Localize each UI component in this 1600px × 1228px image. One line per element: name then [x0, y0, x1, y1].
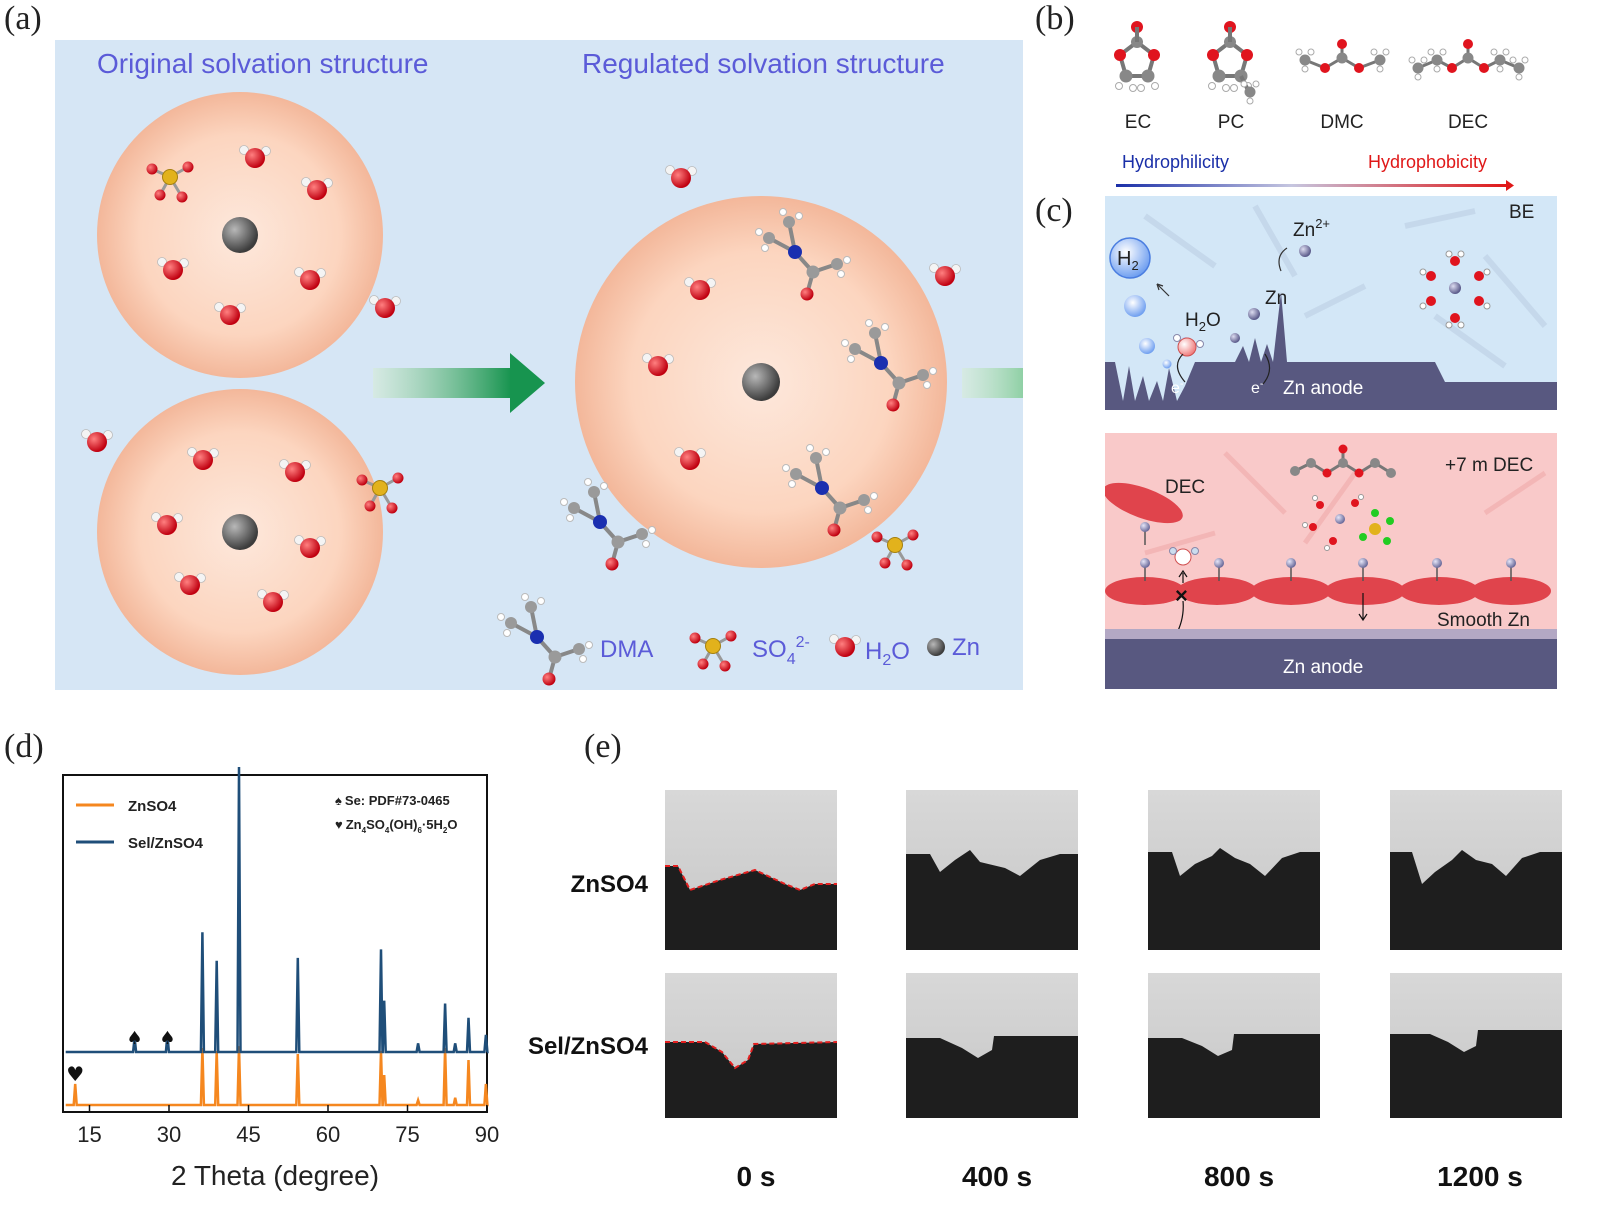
annotation-se: ♠Se: PDF#73-0465: [335, 793, 450, 808]
series-line-znso4: [65, 1046, 489, 1107]
row-label-sel-znso4: Sel/ZnSO4: [528, 1033, 649, 1060]
hydrophilicity-label: Hydrophilicity: [1122, 152, 1229, 172]
molecule-label-ec: EC: [1125, 112, 1151, 133]
time-label-800: 800 s: [1204, 1161, 1274, 1192]
panel-b-molecules: EC PC DMC DEC Hydrophilicity Hydrophobic…: [1112, 19, 1529, 191]
x-tick-label: 15: [77, 1122, 101, 1147]
panel-e-image-grid: ZnSO4 Sel/ZnSO4 0 s 400 s 800 s 1200 s: [528, 790, 1562, 1192]
row-label-znso4: ZnSO4: [571, 871, 649, 898]
legend-label-znso4: ZnSO4: [128, 798, 177, 815]
image-sel-0s: [665, 973, 838, 1118]
x-tick-label: 45: [236, 1122, 260, 1147]
legend-label-sel: Sel/ZnSO4: [128, 835, 204, 852]
series-line-sel-znso4: [65, 766, 489, 1054]
c-bottom-anode-label: Zn anode: [1283, 657, 1363, 678]
image-sel-800s: [1148, 973, 1320, 1118]
hydrophobicity-gradient-bar: [1116, 184, 1506, 187]
title-original-solvation: Original solvation structure: [97, 48, 428, 79]
panel-d-xrd-chart: ♠ ♠ ♥ 15 30 45 60 75 90 ZnSO4 Sel/ZnSO4 ♠Se: PD…: [62, 766, 499, 1191]
plot-frame: [62, 774, 488, 1113]
hydrophobicity-label: Hydrophobicity: [1368, 152, 1487, 172]
molecule-label-dmc: DMC: [1320, 112, 1363, 133]
svg-text:Zn2+: Zn2+: [1293, 216, 1330, 241]
image-znso4-800s: [1148, 790, 1320, 950]
panel-label-d: (d): [4, 728, 44, 765]
annotation-zn-sulfate: ♥Zn4SO4(OH)6·5H2O: [335, 817, 457, 835]
molecule-label-pc: PC: [1218, 112, 1244, 133]
panel-a-solvation-diagram: Original solvation structure Regulated s…: [55, 40, 1023, 690]
svg-text:H2: H2: [1117, 248, 1139, 273]
time-label-400: 400 s: [962, 1161, 1032, 1192]
x-tick-label: 75: [395, 1122, 419, 1147]
x-tick-label: 60: [316, 1122, 340, 1147]
molecule-label-dec: DEC: [1448, 112, 1488, 133]
c-smooth-zn-label: Smooth Zn: [1437, 610, 1530, 631]
spade-marker: ♠: [159, 1028, 175, 1049]
svg-text:H2O: H2O: [1185, 310, 1221, 334]
svg-text:e-: e-: [1251, 378, 1264, 397]
panel-label-c: (c): [1035, 192, 1073, 229]
legend-dma-label: DMA: [600, 636, 653, 663]
transition-arrow: [373, 368, 511, 398]
spade-marker: ♠: [126, 1028, 142, 1049]
panel-c-top-be: BE H2 H2O Zn2+ Zn e- e- Zn anode: [1105, 196, 1557, 410]
c-top-anode-label: Zn anode: [1283, 378, 1363, 399]
panel-label-a: (a): [4, 0, 42, 37]
time-label-1200: 1200 s: [1437, 1161, 1523, 1192]
panel-label-e: (e): [584, 728, 622, 765]
x-tick-label: 90: [475, 1122, 499, 1147]
panel-c-bottom-dec: +7 m DEC DEC × e- Smooth Zn Zn anode: [1105, 433, 1557, 689]
time-label-0: 0 s: [737, 1161, 776, 1192]
x-axis-label: 2 Theta (degree): [171, 1160, 379, 1191]
zn-atom: [222, 514, 258, 550]
zn-atom: [222, 217, 258, 253]
c-dec-label: DEC: [1165, 477, 1205, 498]
c-top-tag: BE: [1509, 202, 1534, 223]
x-tick-label: 30: [157, 1122, 181, 1147]
c-bottom-tag: +7 m DEC: [1445, 455, 1533, 476]
image-znso4-400s: [906, 790, 1078, 950]
legend-so4-label: SO42-: [752, 634, 810, 668]
zn-atom: [742, 363, 780, 401]
svg-text:e-: e-: [1171, 378, 1184, 397]
legend-zn-label: Zn: [952, 634, 980, 661]
image-znso4-1200s: [1390, 790, 1562, 950]
panel-label-b: (b): [1035, 0, 1075, 37]
svg-text:×: ×: [1175, 583, 1188, 608]
svg-text:Zn: Zn: [1265, 288, 1287, 309]
image-sel-1200s: [1390, 973, 1562, 1118]
heart-marker: ♥: [66, 1062, 84, 1086]
title-regulated-solvation: Regulated solvation structure: [582, 48, 945, 79]
image-sel-400s: [906, 973, 1078, 1118]
legend-h2o-label: H2O: [865, 638, 910, 669]
image-znso4-0s: [665, 790, 837, 950]
